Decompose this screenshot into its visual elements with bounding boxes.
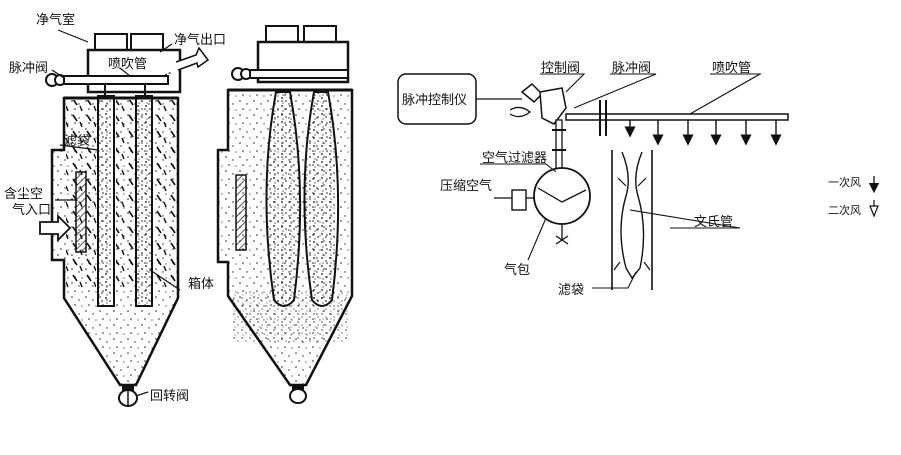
air-filter-label: 空气过滤器 — [482, 150, 547, 166]
compressed-air-label: 压缩空气 — [440, 178, 492, 194]
blow-pipe-label: 喷吹管 — [108, 57, 147, 72]
pulse-valve-label: 脉冲阀 — [9, 61, 48, 76]
right-blow-pipe-label: 喷吹管 — [712, 61, 751, 76]
air-drum-label: 气包 — [504, 262, 530, 278]
housing-label: 箱体 — [188, 276, 214, 292]
clean-air-chamber-label: 净气室 — [36, 12, 75, 28]
bag-filter-figure-normal — [39, 33, 210, 407]
venturi-tube-label: 文氏管 — [694, 215, 733, 230]
right-leader-lines — [480, 73, 763, 289]
rotary-valve-label: 回转阀 — [150, 389, 189, 404]
right-pulse-valve-label: 脉冲阀 — [612, 61, 651, 76]
dusty-air-inlet-label-line1: 含尘空 — [4, 186, 43, 202]
filter-bag-label: 滤袋 — [64, 134, 90, 149]
pulse-controller-label: 脉冲控制仪 — [402, 93, 467, 108]
legend-secondary-air-label: 二次风 — [828, 203, 861, 217]
bag-filter-figure-cleaning — [216, 25, 354, 404]
legend-primary-air-label: 一次风 — [828, 175, 861, 189]
dusty-air-inlet-label-line2: 气入口 — [12, 202, 51, 218]
left-leader-lines — [51, 29, 181, 397]
control-valve-label: 控制阀 — [541, 61, 580, 76]
clean-air-outlet-label: 净气出口 — [174, 32, 226, 48]
right-filter-bag-label: 滤袋 — [558, 283, 584, 298]
pulse-jet-schematic — [397, 73, 880, 290]
